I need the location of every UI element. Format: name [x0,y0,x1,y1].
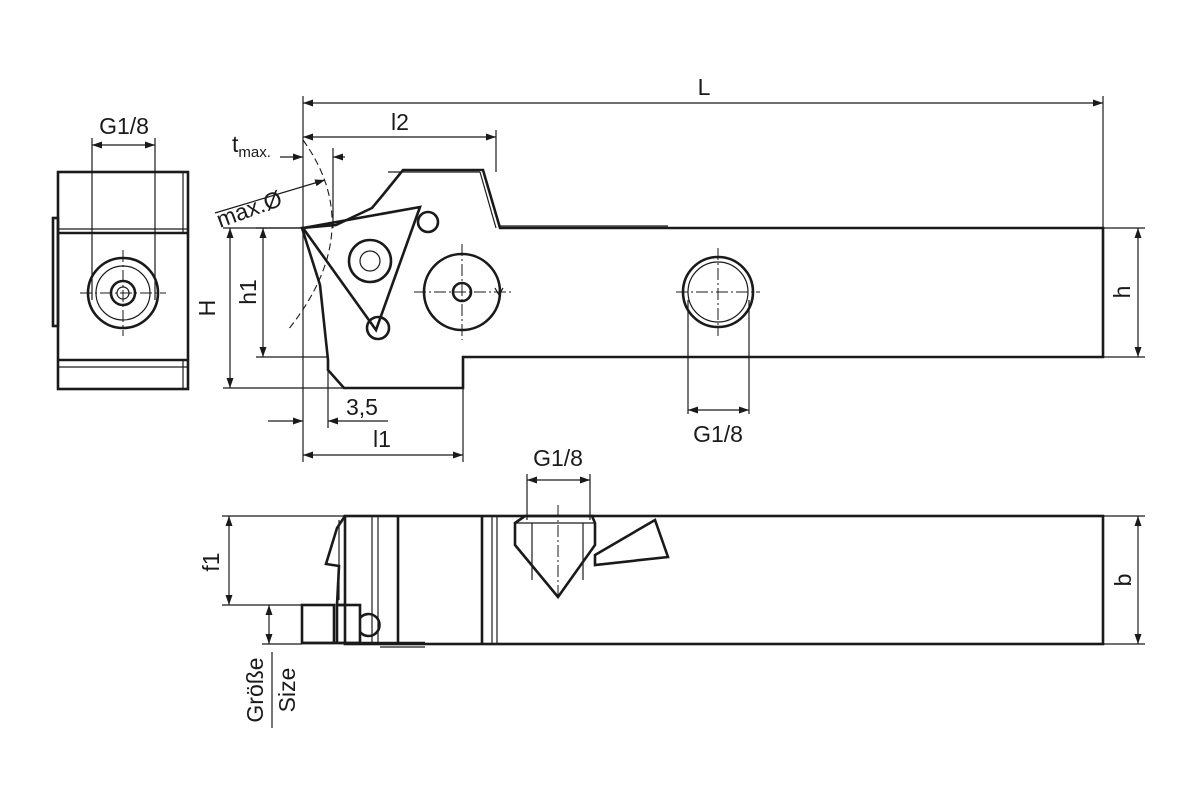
top-view-thread-label: G1/8 [533,445,583,471]
triangular-insert [300,205,422,333]
max-diameter-arc [287,139,333,331]
length-l1-label: l1 [373,426,391,452]
top-view: G1/8 f1 b Größe Size [198,445,1145,728]
top-view-body [343,514,1105,646]
offset-label: 3,5 [346,394,378,420]
insert-screw [347,238,393,284]
side-view-thread-label: G1/8 [693,421,743,447]
height-h-label: h [1109,286,1135,299]
size-label-en: Size [274,668,300,713]
t-max-label: tmax. [232,131,271,161]
side-view: G1/8 max.Ø tmax. L l2 H h1 h [194,74,1145,462]
side-view-body [300,168,1105,390]
end-view: G1/8 [51,113,190,391]
end-view-thread-label: G1/8 [99,113,149,139]
insert-edge [300,603,336,645]
f1-label: f1 [198,552,224,571]
length-L-label: L [698,74,711,100]
height-H-label: H [194,300,220,317]
height-h1-label: h1 [235,279,261,305]
length-l2-label: l2 [391,109,409,135]
width-b-label: b [1110,574,1136,587]
max-diameter-label: max.Ø [213,185,286,233]
size-label-de: Größe [242,657,268,722]
